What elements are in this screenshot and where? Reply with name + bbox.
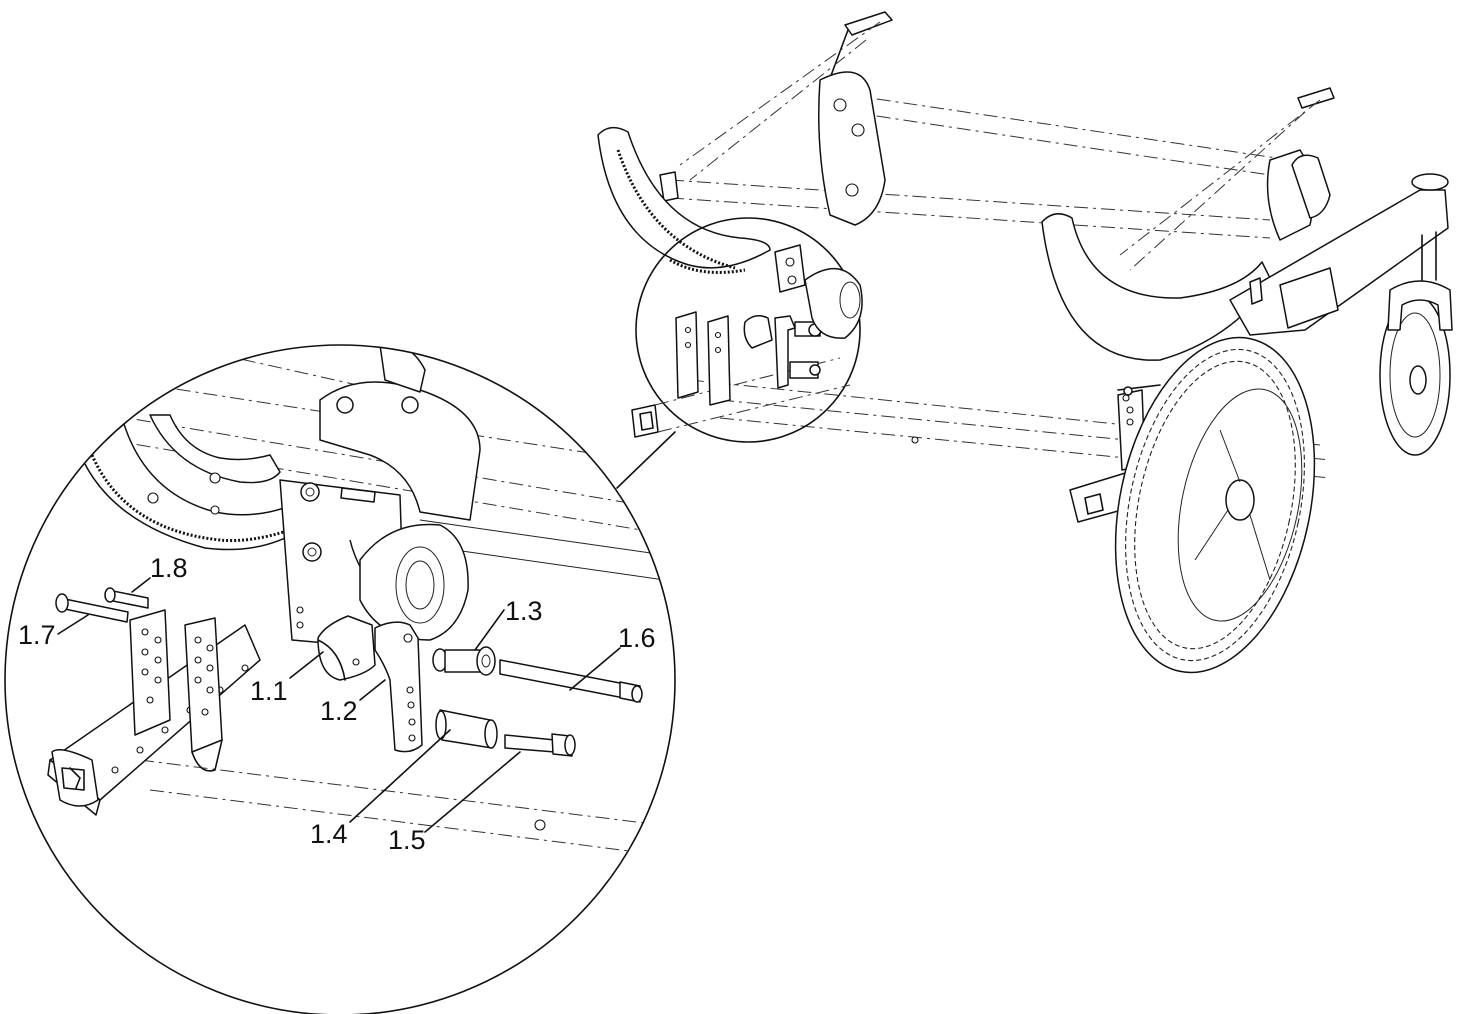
part-label-1.3: 1.3: [505, 596, 543, 626]
part-label-1.4: 1.4: [310, 819, 348, 849]
part-label-1.2: 1.2: [320, 696, 358, 726]
part-label-1.6: 1.6: [618, 623, 656, 653]
detail-view-large: [4, 344, 676, 1014]
detail-callout-small: [631, 217, 863, 443]
part-label-1.5: 1.5: [388, 825, 426, 855]
part-label-1.8: 1.8: [150, 553, 188, 583]
part-label-1.1: 1.1: [250, 676, 288, 706]
callout-leader-line: [616, 431, 676, 489]
chassis-overview: [597, 11, 1453, 674]
part-label-1.7: 1.7: [18, 620, 56, 650]
